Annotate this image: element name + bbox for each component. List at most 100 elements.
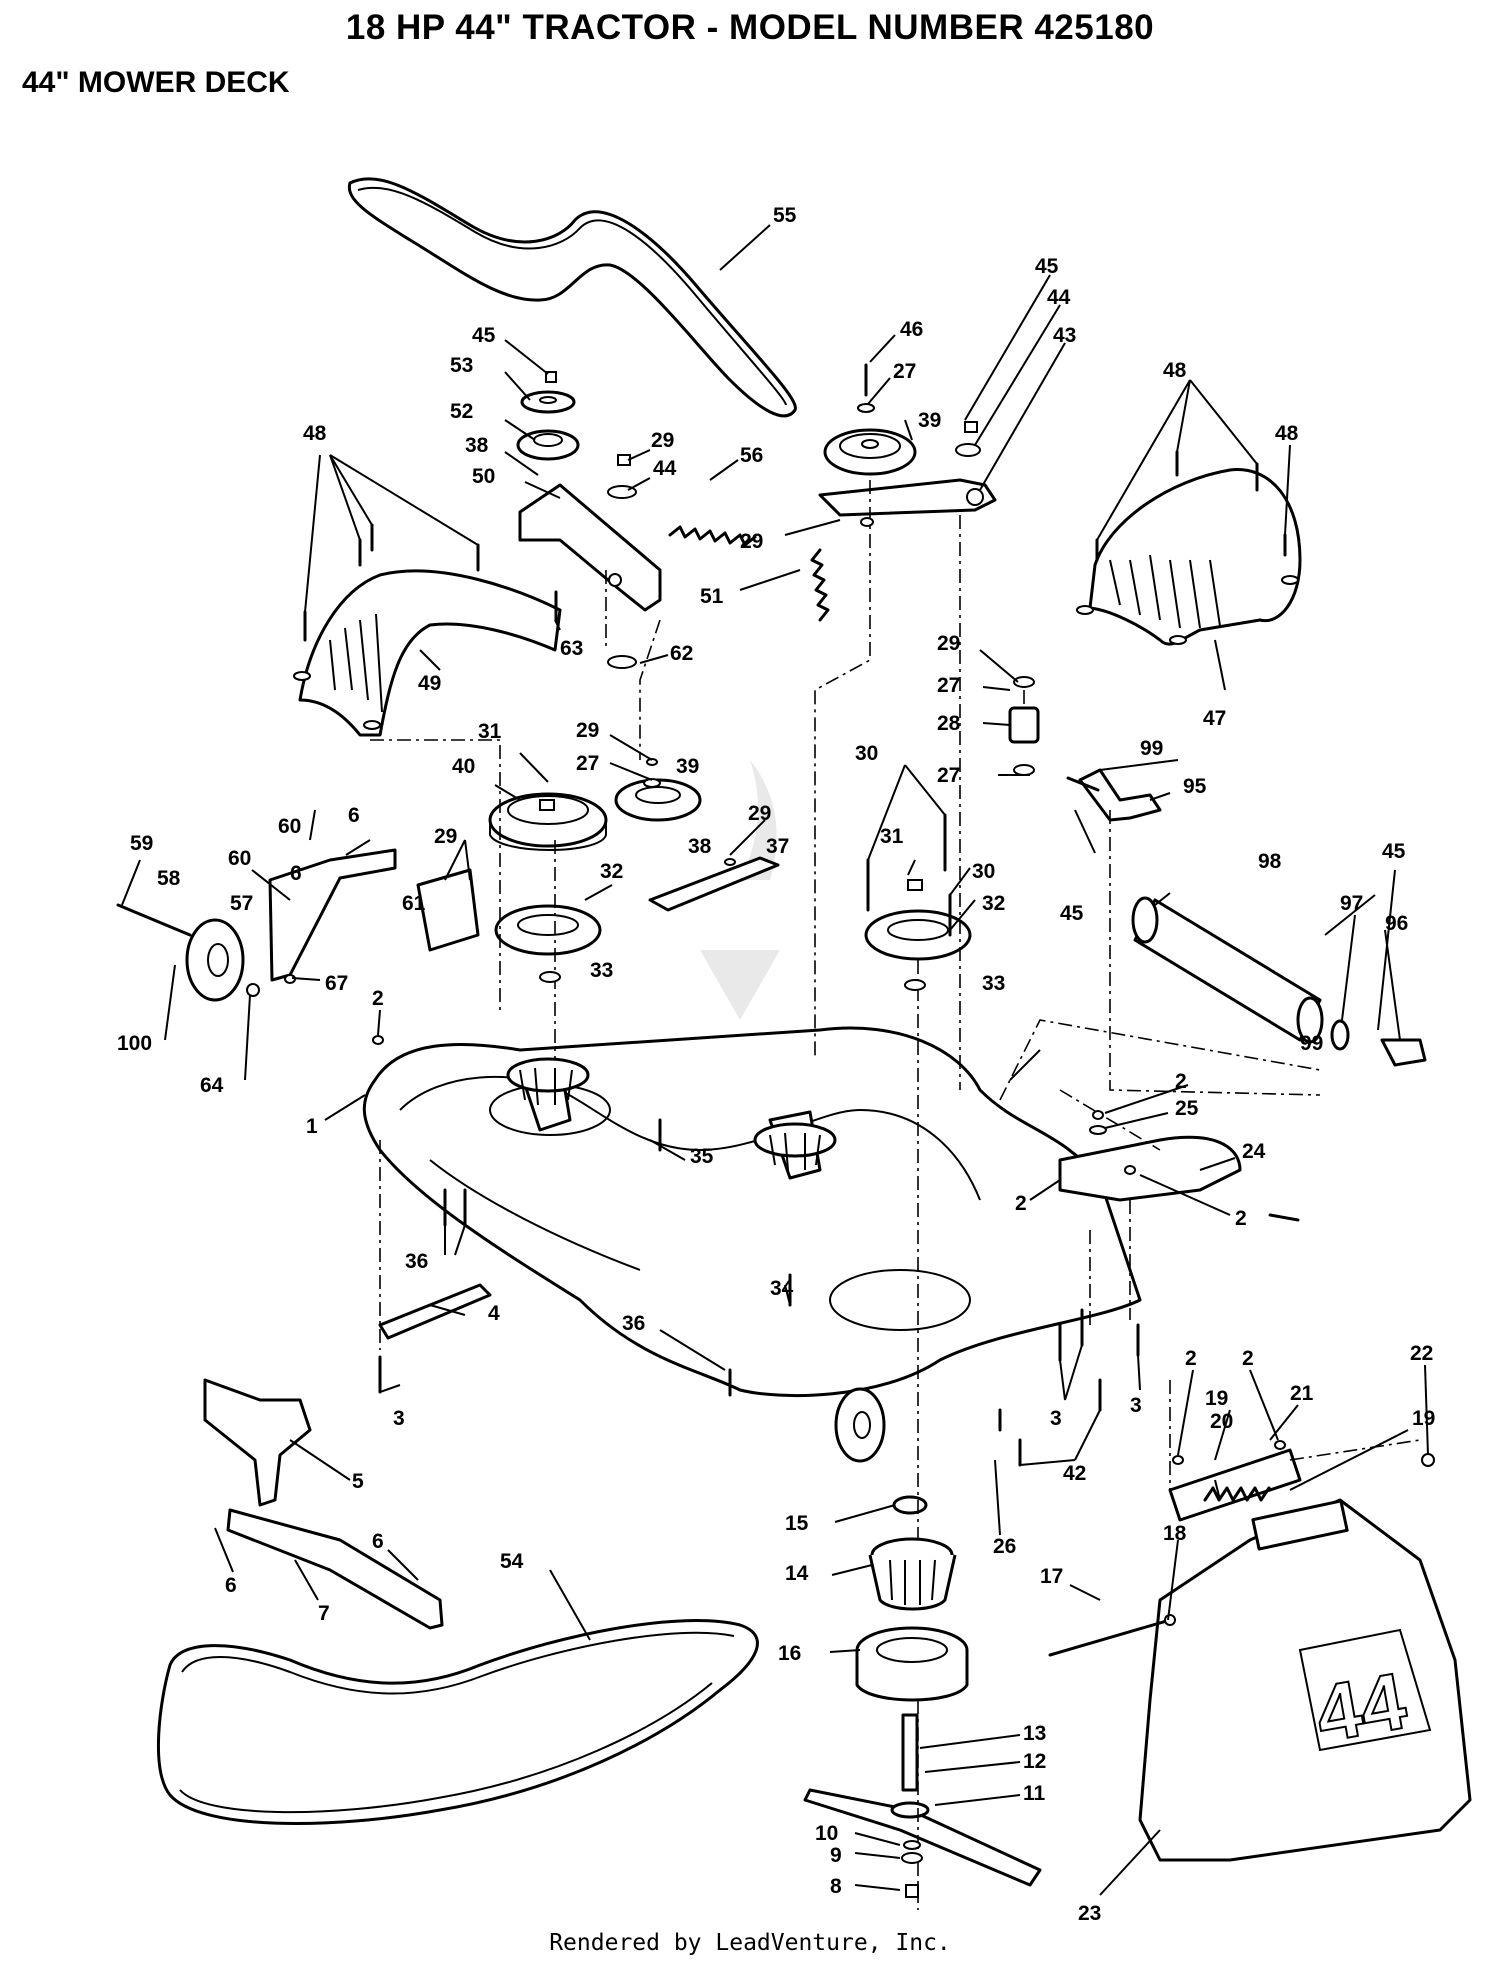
callout-27: 27 [937, 674, 960, 697]
callout-5: 5 [352, 1470, 364, 1493]
callout-48: 48 [1275, 422, 1299, 445]
assembly-lines [370, 480, 1421, 1910]
callout-36: 36 [622, 1312, 645, 1335]
callout-39: 39 [918, 409, 941, 432]
callout-29: 29 [937, 632, 960, 655]
rod-17 [1048, 1618, 1172, 1657]
callout-33: 33 [590, 959, 613, 982]
drive-belt-55 [347, 177, 797, 418]
deck-belt-54 [156, 1619, 759, 1825]
callout-54: 54 [500, 1550, 524, 1573]
callout-27: 27 [893, 360, 916, 383]
callout-38: 38 [465, 434, 489, 457]
callout-34: 34 [770, 1277, 794, 1300]
bearing-15 [892, 1495, 928, 1515]
callout-37: 37 [766, 835, 789, 858]
callout-29: 29 [651, 429, 674, 452]
callout-3: 3 [1050, 1407, 1062, 1430]
callout-11: 11 [1023, 1782, 1046, 1805]
callout-40: 40 [452, 755, 475, 778]
watermark-logo [700, 760, 780, 1020]
diagram-subtitle: 44" MOWER DECK [22, 66, 290, 99]
callout-38: 38 [688, 835, 712, 858]
discharge-deflector-23: 44 [1138, 1498, 1472, 1862]
callout-50: 50 [472, 465, 495, 488]
callout-13: 13 [1023, 1722, 1046, 1745]
callout-21: 21 [1290, 1382, 1314, 1405]
callout-44: 44 [1047, 286, 1071, 309]
idler-bracket-37 [648, 856, 780, 912]
pulley-cover-47 [1076, 468, 1302, 646]
deck-spindle-right [753, 1122, 837, 1171]
callout-99: 99 [1300, 1032, 1323, 1055]
rod-bracket-4 [378, 1283, 492, 1340]
callout-63: 63 [560, 637, 583, 660]
callout-67: 67 [325, 972, 348, 995]
spring-51 [810, 548, 830, 622]
callout-42: 42 [1063, 1462, 1086, 1485]
callout-39: 39 [676, 755, 699, 778]
callout-19: 19 [1205, 1387, 1228, 1410]
callout-33: 33 [982, 972, 1005, 995]
callout-99: 99 [1140, 737, 1163, 760]
spindle-housing-14 [868, 1537, 957, 1611]
callout-28: 28 [937, 712, 961, 735]
callout-16: 16 [778, 1642, 801, 1665]
callout-53: 53 [450, 354, 473, 377]
callout-10: 10 [815, 1822, 838, 1845]
callout-23: 23 [1078, 1902, 1101, 1925]
callout-6: 6 [348, 804, 360, 827]
idler-pulley-39-top [823, 428, 917, 476]
deck-size-badge: 44 [1309, 1656, 1413, 1759]
callout-2: 2 [1235, 1207, 1247, 1230]
callout-30: 30 [855, 742, 878, 765]
callout-31: 31 [880, 825, 904, 848]
callout-45: 45 [1035, 255, 1059, 278]
callout-29: 29 [576, 719, 599, 742]
pulley-32-left [494, 904, 602, 956]
callout-48: 48 [1163, 359, 1187, 382]
callout-45: 45 [1060, 902, 1084, 925]
callout-61: 61 [402, 892, 426, 915]
pulley-40 [488, 792, 608, 851]
callout-17: 17 [1040, 1565, 1063, 1588]
callout-2: 2 [1185, 1347, 1197, 1370]
callout-60: 60 [278, 815, 301, 838]
callout-6: 6 [225, 1574, 237, 1597]
diagram-title: 18 HP 44" TRACTOR - MODEL NUMBER 425180 [345, 8, 1155, 47]
callout-20: 20 [1210, 1410, 1233, 1433]
callout-3: 3 [393, 1407, 405, 1430]
callout-57: 57 [230, 892, 253, 915]
callout-labels: 55 45 44 43 45 53 46 27 48 48 52 29 39 4… [117, 204, 1435, 1925]
callout-9: 9 [830, 1844, 842, 1867]
callout-62: 62 [670, 642, 693, 665]
callout-18: 18 [1163, 1522, 1187, 1545]
callout-6: 6 [290, 862, 302, 885]
callout-29: 29 [748, 802, 771, 825]
callout-46: 46 [900, 318, 923, 341]
wheel-bracket-57 [268, 848, 397, 982]
callout-35: 35 [690, 1145, 714, 1168]
callout-19: 19 [1412, 1407, 1435, 1430]
deflector-bracket-24 [1058, 1135, 1242, 1202]
callout-8: 8 [830, 1875, 842, 1898]
hanger-bracket-5 [203, 1378, 312, 1507]
callout-26: 26 [993, 1535, 1016, 1558]
callout-27: 27 [576, 752, 599, 775]
callout-32: 32 [600, 860, 623, 883]
callout-58: 58 [157, 867, 181, 890]
spacer-28 [1008, 706, 1040, 744]
callout-64: 64 [200, 1074, 224, 1097]
callout-29: 29 [434, 825, 457, 848]
roller-98 [1131, 896, 1324, 1044]
callout-25: 25 [1175, 1097, 1199, 1120]
spindle-cover-16 [855, 1626, 969, 1702]
callout-1: 1 [306, 1115, 318, 1138]
callout-45: 45 [472, 324, 496, 347]
callout-55: 55 [773, 204, 797, 227]
callout-29: 29 [740, 530, 763, 553]
callout-49: 49 [418, 672, 441, 695]
callout-98: 98 [1258, 850, 1282, 873]
gauge-wheel-58 [185, 918, 245, 1002]
